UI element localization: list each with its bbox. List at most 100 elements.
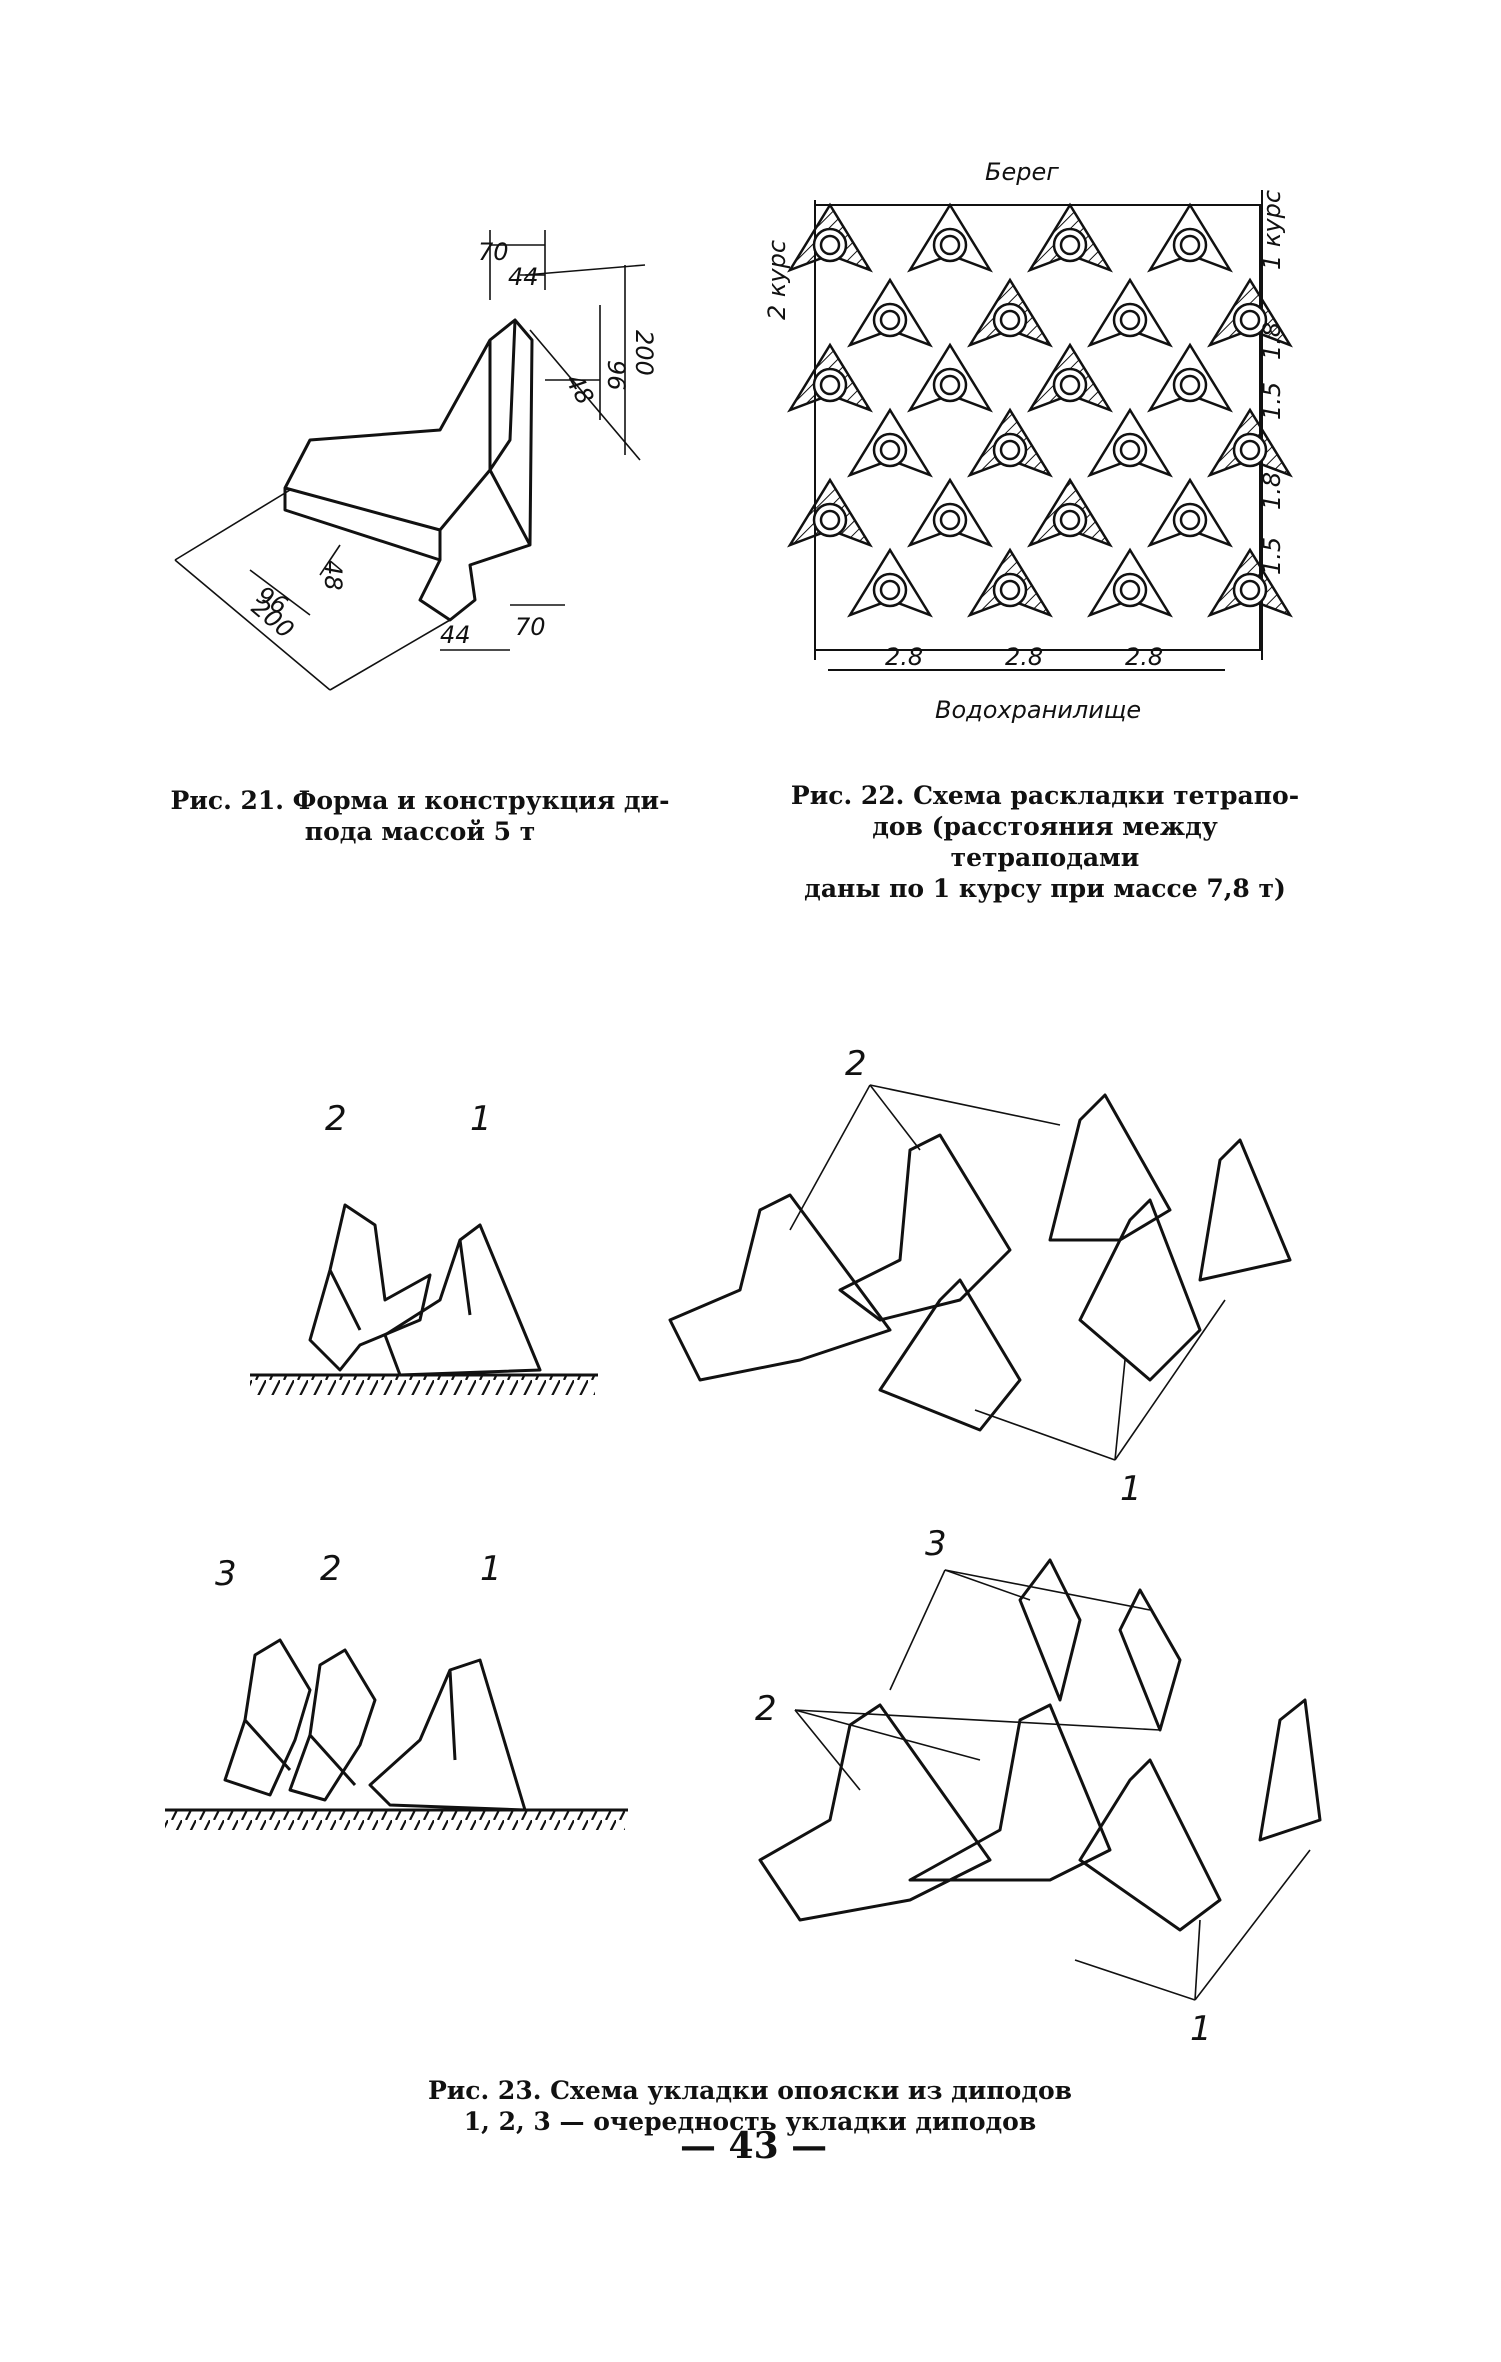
leader-b2a (789, 1084, 871, 1231)
dipod-21-outline (283, 318, 534, 622)
leader-b2c (869, 1084, 1061, 1126)
label-d-2: 2 (755, 1689, 777, 1729)
tetrapod-ring (1179, 374, 1201, 396)
ground-hatch-c (165, 1810, 625, 1830)
leader-d2b (794, 1709, 981, 1761)
leader-b1c (1114, 1299, 1226, 1461)
dipod-c1 (368, 1658, 527, 1812)
dim-200-right: 200 (630, 330, 658, 376)
tetrapod-ring (999, 579, 1021, 601)
tetrapod-ring (1239, 309, 1261, 331)
dipod-21-inner (284, 319, 532, 560)
dipod-d-row6 (1258, 1698, 1322, 1842)
dipod-b-row2 (838, 1133, 1012, 1322)
dipod-b-row6 (1198, 1138, 1292, 1282)
leader-d2c (794, 1709, 1161, 1731)
label-c-3: 3 (215, 1554, 237, 1594)
dim-44-top: 44 (508, 263, 539, 291)
tetrapod-ring (1239, 579, 1261, 601)
fig23-caption-title: Рис. 23. Схема укладки опояски из диподо… (427, 2076, 1073, 2105)
tetrapod-ring (1059, 509, 1081, 531)
tetrapod-ring (819, 509, 841, 531)
dim-line (174, 559, 331, 691)
dipod-d-row2 (908, 1703, 1112, 1882)
page-number: — 43 — (680, 2125, 828, 2167)
right-dim-1: 1.8 (1258, 322, 1286, 360)
label-d-3: 3 (925, 1524, 947, 1564)
right-dim-4: 1.5 (1258, 537, 1286, 575)
tetrapod-ring (939, 234, 961, 256)
dim-70-bottom: 70 (515, 613, 546, 641)
dim-70-top: 70 (478, 238, 509, 266)
fig21-caption: Рис. 21. Форма и конструкция ди- пода ма… (150, 785, 690, 847)
dipod-b-row1 (668, 1193, 892, 1382)
reservoir-label: Водохранилище (935, 696, 1141, 724)
tetrapod-ring (939, 374, 961, 396)
dim-line (174, 489, 291, 561)
dipod-a1 (383, 1223, 542, 1377)
tetrapod-ring (1179, 509, 1201, 531)
dipod-c2 (288, 1648, 377, 1802)
leader-d3a (889, 1569, 946, 1691)
leader-d3c (944, 1569, 1151, 1611)
tetrapod-ring (879, 309, 901, 331)
dim-line (529, 329, 641, 461)
label-a-2: 2 (325, 1099, 347, 1139)
dim-44-bottom: 44 (440, 621, 471, 649)
dim-line (249, 569, 311, 616)
tetrapod-ring (1059, 374, 1081, 396)
leader-d2a (794, 1709, 861, 1791)
dipod-c3 (223, 1638, 312, 1797)
fig22-caption-line1: Рис. 22. Схема раскладки тетрапо- (790, 781, 1300, 810)
bottom-dim-1: 2.8 (885, 643, 923, 671)
dipod-b-row5 (1078, 1198, 1202, 1382)
leader-d1a (1074, 1959, 1196, 2001)
tetrapod-ring (819, 234, 841, 256)
leader-d1b (1194, 1919, 1201, 2001)
leader-b1a (974, 1409, 1116, 1461)
dim-96-right: 96 (602, 360, 630, 391)
dipod-b-row4 (878, 1278, 1022, 1432)
label-c-2: 2 (320, 1549, 342, 1589)
fig22-caption-line3: даны по 1 курсу при массе 7,8 т) (804, 874, 1286, 903)
fig23-caption: Рис. 23. Схема укладки опояски из диподо… (300, 2075, 1200, 2137)
tetrapod-ring (879, 439, 901, 461)
leader-b1b (1114, 1359, 1126, 1461)
fig22-caption: Рис. 22. Схема раскладки тетрапо- дов (р… (780, 780, 1310, 904)
dim-48-left: 48 (319, 560, 347, 591)
right-dim-2: 1.5 (1258, 382, 1286, 420)
tetrapod-ring (1119, 439, 1141, 461)
tetrapod-ring (1239, 439, 1261, 461)
fig22-caption-line2: дов (расстояния между тетраподами (872, 812, 1218, 872)
fig23-caption-sub: 1, 2, 3 — очередность укладки диподов (463, 2107, 1037, 2136)
tetrapod-ring (1179, 234, 1201, 256)
dipod-d-row4 (1018, 1558, 1082, 1702)
tetrapod-ring (999, 309, 1021, 331)
label-d-1: 1 (1190, 2009, 1212, 2049)
label-c-1: 1 (480, 1549, 502, 1589)
right-dim-3: 1.8 (1258, 472, 1286, 510)
tetrapod-ring (939, 509, 961, 531)
tetrapod-ring (819, 374, 841, 396)
course2-label: 2 курс (763, 240, 791, 320)
label-b-1: 1 (1120, 1469, 1142, 1509)
bottom-dim-2: 2.8 (1005, 643, 1043, 671)
tetrapod-ring (1119, 579, 1141, 601)
dipod-a2 (308, 1203, 432, 1372)
tetrapod-ring (999, 439, 1021, 461)
bottom-dim-3: 2.8 (1125, 643, 1163, 671)
leader-d3b (944, 1569, 1031, 1601)
ground-hatch-a (250, 1375, 595, 1395)
dipod-b-row3 (1048, 1093, 1172, 1242)
dipod-d-row5 (1118, 1588, 1182, 1732)
tetrapod-ring (1059, 234, 1081, 256)
label-b-2: 2 (845, 1044, 867, 1084)
dim-line (329, 619, 451, 691)
leader-d1c (1194, 1849, 1311, 2001)
tetrapod-ring (1119, 309, 1141, 331)
tetrapod-grid (787, 202, 1293, 618)
tetrapod-ring (879, 579, 901, 601)
